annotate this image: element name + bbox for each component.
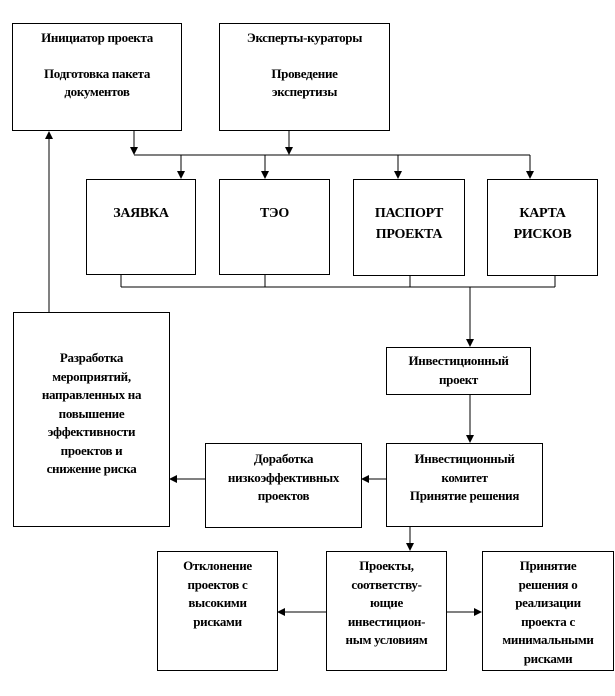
document-label: РИСКОВ — [513, 227, 572, 242]
approval-line: проекта с — [521, 613, 575, 629]
document-label: ЗАЯВКА — [113, 206, 169, 221]
refinement-line: низкоэффективных — [227, 469, 340, 485]
experts-line: Проведение — [271, 65, 338, 81]
committee-line: комитет — [441, 469, 488, 485]
refinement-line: проектов — [257, 488, 310, 503]
refinement-box: Доработка низкоэффективных проектов — [205, 443, 362, 528]
compliant-projects-box: Проекты, соответству- ющие инвестицион- … — [326, 551, 447, 671]
development-line: повышение — [58, 405, 125, 421]
development-line: проектов и — [60, 442, 123, 458]
approval-line: решения о — [518, 576, 578, 592]
rejection-line: Отклонение — [183, 558, 252, 573]
experts-box: Эксперты-кураторы Проведение экспертизы — [219, 23, 390, 131]
investment-project-box: Инвестиционный проект — [386, 347, 531, 395]
development-line: эффективности — [47, 424, 136, 439]
compliant-line: соответству- — [351, 576, 422, 592]
initiator-box: Инициатор проекта Подготовка пакета доку… — [12, 23, 182, 131]
compliant-line: ным условиям — [345, 632, 428, 647]
approval-line: минимальными — [502, 632, 594, 647]
committee-line: Инвестиционный — [414, 451, 515, 466]
approval-line: рисками — [523, 650, 573, 666]
development-line: мероприятий, — [52, 368, 131, 384]
document-label: ПАСПОРТ — [374, 206, 444, 221]
document-zayavka: ЗАЯВКА — [86, 179, 196, 275]
approval-box: Принятие решения о реализации проекта с … — [482, 551, 614, 671]
initiator-line: документов — [64, 84, 130, 99]
rejection-line: рисками — [193, 613, 242, 629]
development-line: направленных на — [41, 387, 142, 402]
development-box: Разработка мероприятий, направленных на … — [13, 312, 170, 527]
compliant-line: Проекты, — [359, 558, 414, 573]
document-teo: ТЭО — [219, 179, 330, 275]
document-label: ПРОЕКТА — [375, 227, 443, 242]
approval-line: реализации — [515, 595, 581, 610]
compliant-line: ющие — [370, 595, 403, 610]
document-label: КАРТА — [519, 206, 566, 221]
refinement-line: Доработка — [253, 451, 314, 466]
compliant-line: инвестицион- — [347, 613, 426, 629]
development-line: снижение риска — [46, 461, 137, 476]
document-passport: ПАСПОРТ ПРОЕКТА — [353, 179, 465, 276]
committee-line: Принятие решения — [409, 488, 520, 503]
experts-title: Эксперты-кураторы — [246, 30, 363, 45]
document-risk-map: КАРТА РИСКОВ — [487, 179, 598, 276]
rejection-box: Отклонение проектов с высокими рисками — [157, 551, 278, 671]
approval-line: Принятие — [519, 558, 577, 573]
initiator-title: Инициатор проекта — [41, 30, 153, 45]
experts-line: экспертизы — [271, 84, 338, 99]
rejection-line: проектов с — [187, 576, 248, 592]
development-line: Разработка — [59, 350, 124, 365]
rejection-line: высокими — [188, 595, 247, 610]
document-label: ТЭО — [260, 206, 289, 221]
committee-box: Инвестиционный комитет Принятие решения — [386, 443, 543, 527]
investment-project-line: Инвестиционный — [408, 353, 509, 368]
initiator-line: Подготовка пакета — [43, 65, 151, 81]
investment-project-line: проект — [438, 371, 479, 387]
